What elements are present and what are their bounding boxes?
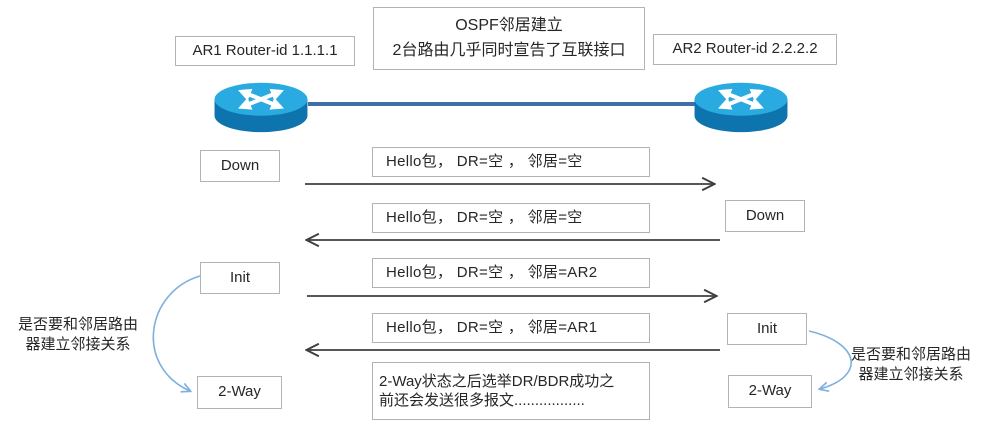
ar2-adjacency-note-line-1: 是否要和邻居路由 — [850, 346, 971, 363]
ar1-state-init-label: Init — [229, 268, 250, 286]
message-box-3: Hello包， DR=空 ， 邻居=AR2 — [372, 258, 650, 288]
ar1-state-2way-label: 2-Way — [218, 383, 261, 401]
ar1-label-box: AR1 Router-id 1.1.1.1 — [175, 36, 355, 66]
ar1-state-init: Init — [200, 262, 280, 294]
ar1-state-down: Down — [200, 150, 280, 182]
footer-note-box: 2-Way状态之后选举DR/BDR成功之 前还会发送很多报文..........… — [372, 362, 650, 420]
ar2-state-down: Down — [725, 200, 805, 232]
message-box-4: Hello包， DR=空 ， 邻居=AR1 — [372, 313, 650, 343]
message-4-text: Hello包， DR=空 ， 邻居=AR1 — [386, 318, 598, 336]
ar2-adjacency-note: 是否要和邻居路由 器建立邻接关系 — [849, 345, 973, 386]
message-box-1: Hello包， DR=空 ， 邻居=空 — [372, 147, 650, 177]
ar1-state-down-label: Down — [220, 156, 260, 174]
title-box: OSPF邻居建立 2台路由几乎同时宣告了互联接口 — [373, 7, 645, 70]
ar1-label: AR1 Router-id 1.1.1.1 — [192, 41, 338, 59]
message-2-text: Hello包， DR=空 ， 邻居=空 — [386, 208, 583, 226]
ar1-adjacency-note-line-1: 是否要和邻居路由 — [17, 316, 138, 333]
curve-arrow-ar1-init-to-2way — [152, 275, 201, 391]
footer-note-line-2: 前还会发送很多报文................. — [379, 392, 585, 409]
ar2-state-init-label: Init — [756, 319, 777, 337]
ar2-state-init: Init — [727, 313, 807, 345]
ar2-label-box: AR2 Router-id 2.2.2.2 — [653, 34, 837, 65]
ar2-state-down-label: Down — [745, 206, 785, 224]
ar2-adjacency-note-line-2: 器建立邻接关系 — [858, 366, 964, 384]
title-line-2: 2台路由几乎同时宣告了互联接口 — [392, 41, 626, 59]
ar2-label: AR2 Router-id 2.2.2.2 — [672, 40, 818, 58]
message-box-2: Hello包， DR=空 ， 邻居=空 — [372, 203, 650, 233]
ar2-state-2way: 2-Way — [728, 375, 812, 408]
footer-note-line-1: 2-Way状态之后选举DR/BDR成功之 — [379, 372, 615, 390]
curve-arrow-ar2-init-to-2way — [808, 330, 852, 389]
ar2-router-icon — [691, 77, 791, 137]
message-3-text: Hello包， DR=空 ， 邻居=AR2 — [386, 263, 598, 281]
message-1-text: Hello包， DR=空 ， 邻居=空 — [386, 152, 583, 170]
ar1-router-icon — [211, 77, 311, 137]
ar1-state-2way: 2-Way — [197, 376, 282, 409]
ar2-state-2way-label: 2-Way — [748, 382, 792, 400]
ar1-adjacency-note: 是否要和邻居路由 器建立邻接关系 — [14, 315, 142, 356]
title-line-1: OSPF邻居建立 — [455, 16, 563, 34]
ar1-adjacency-note-line-2: 器建立邻接关系 — [25, 336, 131, 354]
